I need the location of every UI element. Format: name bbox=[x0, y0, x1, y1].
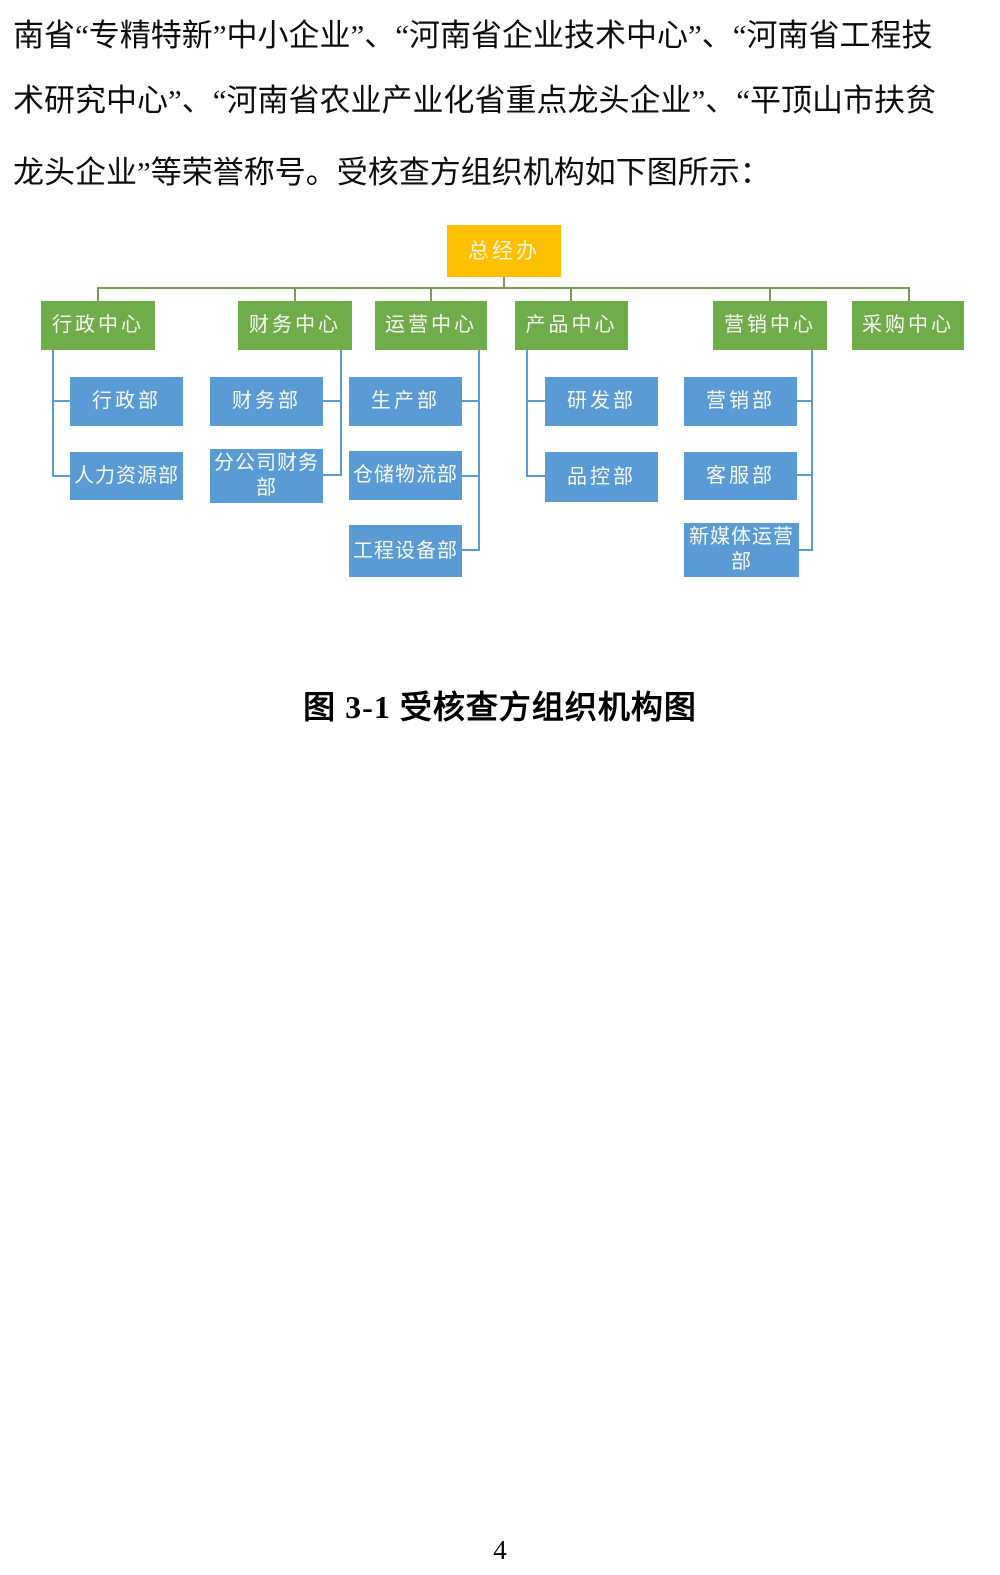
org-node-finance-dept: 财务部 bbox=[210, 377, 323, 426]
page-number: 4 bbox=[493, 1535, 507, 1565]
connector-admin-tick-1 bbox=[52, 400, 70, 402]
connector-finance-tick-2 bbox=[323, 474, 340, 476]
paragraph-line: 龙头企业”等荣誉称号。受核查方组织机构如下图所示： bbox=[13, 155, 771, 190]
connector-marketing-tick-2 bbox=[797, 474, 811, 476]
connector-product-tick-1 bbox=[526, 400, 545, 402]
org-node-branch-finance-dept: 分公司财务部 bbox=[210, 449, 323, 503]
connector-root-stub bbox=[503, 277, 505, 288]
connector-drop-operations-center bbox=[430, 287, 432, 302]
org-node-hr-dept: 人力资源部 bbox=[70, 452, 183, 500]
connector-admin-tick-2 bbox=[52, 475, 70, 477]
org-node-marketing-center: 营销中心 bbox=[713, 301, 827, 350]
org-node-admin-dept: 行政部 bbox=[70, 377, 183, 426]
connector-drop-purchasing-center bbox=[908, 287, 910, 302]
connector-finance-vertical bbox=[340, 350, 342, 476]
org-node-customer-service-dept: 客服部 bbox=[684, 452, 797, 500]
org-node-quality-control-dept: 品控部 bbox=[545, 452, 658, 502]
connector-drop-product-center bbox=[570, 287, 572, 302]
connector-operations-tick-2 bbox=[462, 475, 478, 477]
connector-operations-tick-1 bbox=[462, 400, 478, 402]
org-node-new-media-operations-dept: 新媒体运营部 bbox=[684, 523, 799, 577]
org-node-general-manager-office: 总经办 bbox=[447, 225, 561, 277]
paragraph-line: 南省“专精特新”中小企业”、“河南省企业技术中心”、“河南省工程技 bbox=[13, 18, 933, 53]
org-node-marketing-dept: 营销部 bbox=[684, 377, 797, 426]
org-node-admin-center: 行政中心 bbox=[41, 301, 155, 350]
org-node-purchasing-center: 采购中心 bbox=[852, 301, 964, 350]
connector-operations-tick-3 bbox=[462, 549, 478, 551]
connector-finance-tick-1 bbox=[323, 400, 340, 402]
connector-operations-vertical bbox=[478, 350, 480, 551]
org-node-product-center: 产品中心 bbox=[515, 301, 628, 350]
connector-marketing-tick-3 bbox=[797, 549, 811, 551]
figure-caption: 图 3-1 受核查方组织机构图 bbox=[303, 689, 697, 725]
connector-product-vertical bbox=[526, 350, 528, 477]
connector-admin-vertical bbox=[52, 350, 54, 477]
connector-marketing-tick-1 bbox=[797, 400, 811, 402]
org-node-operations-center: 运营中心 bbox=[375, 301, 487, 350]
org-node-rnd-dept: 研发部 bbox=[545, 377, 658, 426]
connector-top-horizontal bbox=[97, 287, 910, 289]
org-node-engineering-equipment-dept: 工程设备部 bbox=[349, 525, 462, 577]
paragraph-line: 术研究中心”、“河南省农业产业化省重点龙头企业”、“平顶山市扶贫 bbox=[13, 83, 937, 118]
connector-drop-marketing-center bbox=[769, 287, 771, 302]
org-node-finance-center: 财务中心 bbox=[238, 301, 352, 350]
connector-marketing-vertical bbox=[811, 350, 813, 551]
connector-product-tick-2 bbox=[526, 475, 545, 477]
org-node-warehouse-logistics-dept: 仓储物流部 bbox=[349, 451, 462, 500]
connector-drop-admin-center bbox=[97, 287, 99, 302]
org-node-production-dept: 生产部 bbox=[349, 377, 462, 426]
connector-drop-finance-center bbox=[294, 287, 296, 302]
